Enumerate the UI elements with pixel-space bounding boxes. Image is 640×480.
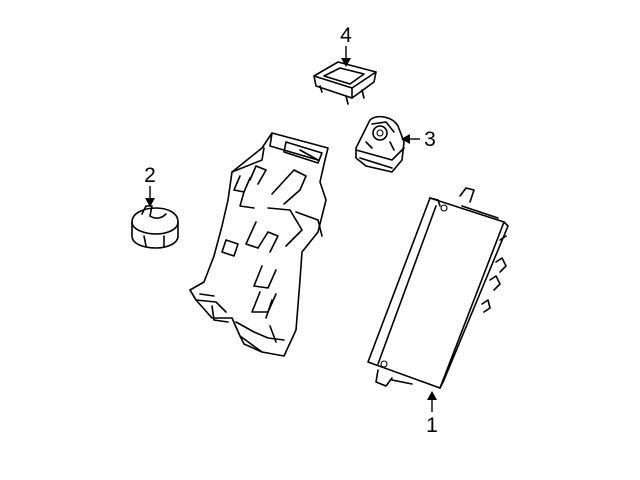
camera-sensor: [355, 115, 405, 173]
callout-2: 2: [144, 164, 156, 207]
callout-label-2: 2: [144, 164, 156, 187]
callout-4: 4: [340, 24, 352, 67]
callout-3: 3: [401, 128, 436, 151]
callout-label-4: 4: [340, 24, 352, 47]
callout-label-1: 1: [426, 414, 438, 437]
control-module: [367, 187, 509, 389]
callout-label-3: 3: [424, 128, 436, 151]
mounting-bracket: [189, 132, 329, 357]
callout-1: 1: [426, 391, 438, 437]
connector-plug: [131, 205, 179, 249]
sensor-cover: [313, 61, 377, 105]
